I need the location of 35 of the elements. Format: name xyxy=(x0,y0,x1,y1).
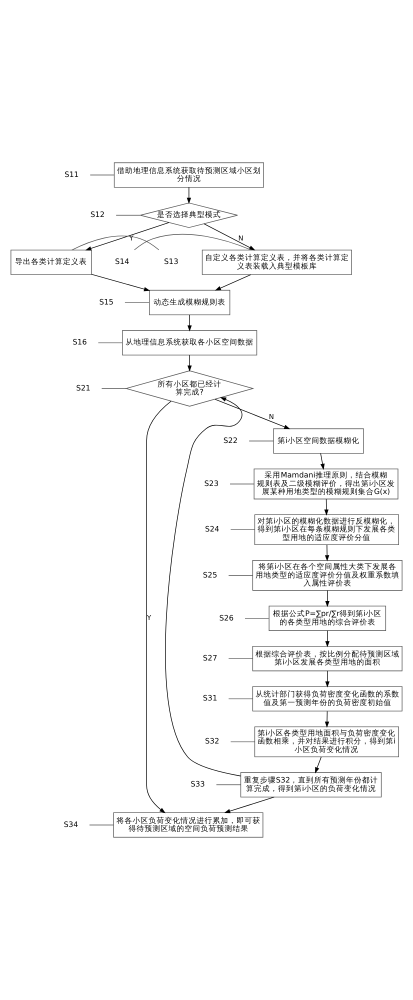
connector xyxy=(98,342,123,344)
arrow xyxy=(186,187,192,204)
connector xyxy=(230,741,256,742)
arrow xyxy=(325,670,330,688)
connector xyxy=(101,388,126,389)
connector xyxy=(248,440,274,442)
arrow xyxy=(320,453,325,470)
connector xyxy=(230,529,256,530)
arrow xyxy=(91,274,150,292)
connector xyxy=(116,214,141,216)
arrow xyxy=(315,756,322,774)
arrow xyxy=(214,398,290,430)
arrow xyxy=(324,498,329,516)
connector xyxy=(244,618,270,619)
connector xyxy=(228,575,253,576)
connector xyxy=(228,658,253,659)
connector xyxy=(124,302,150,303)
arrow xyxy=(165,397,242,776)
arrow xyxy=(187,314,192,332)
arrow xyxy=(325,630,330,648)
arrow xyxy=(325,590,330,608)
connector xyxy=(89,824,114,826)
connector xyxy=(90,174,114,176)
connector xyxy=(216,784,241,786)
arrow xyxy=(187,354,192,372)
arrow xyxy=(324,710,330,728)
arrow xyxy=(214,274,252,291)
arrow xyxy=(146,400,172,814)
connector xyxy=(71,236,160,250)
arrow xyxy=(204,223,256,250)
connector xyxy=(228,698,253,700)
arrow xyxy=(324,544,330,562)
arrow xyxy=(224,796,275,814)
connector xyxy=(134,234,252,250)
arrow xyxy=(85,222,170,250)
